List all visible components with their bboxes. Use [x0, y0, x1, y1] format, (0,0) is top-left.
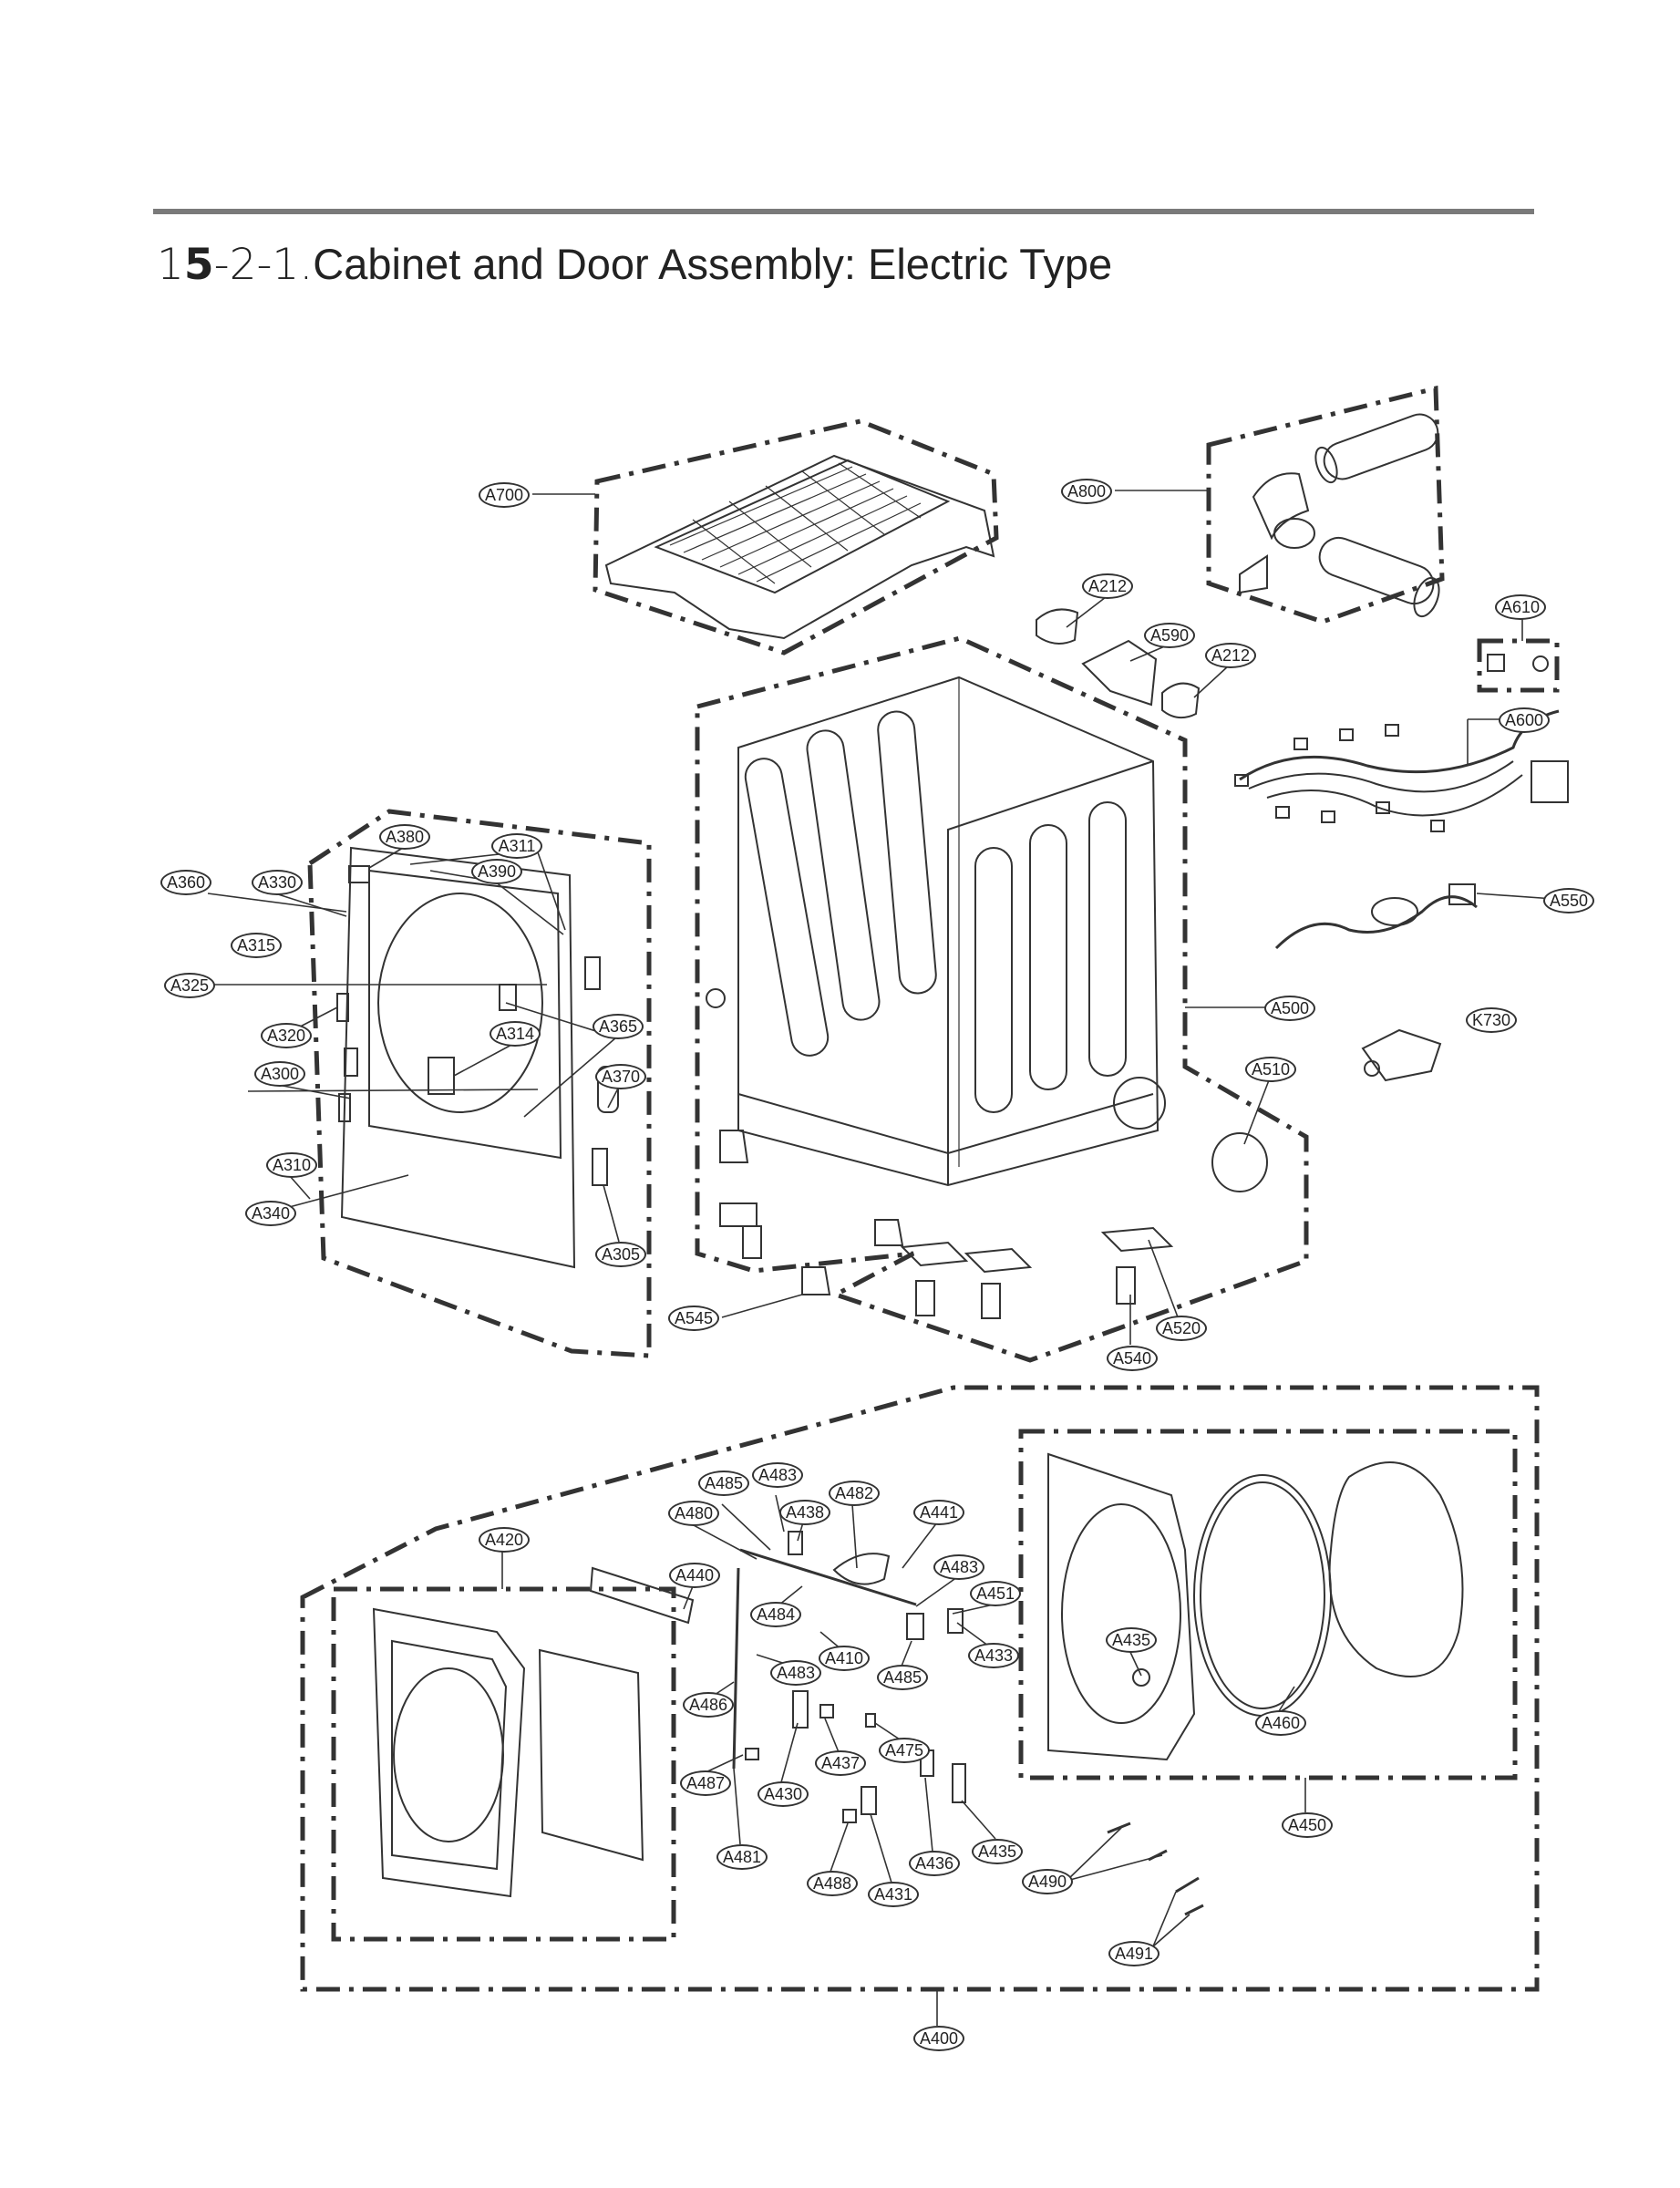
boundary-top-panel	[593, 418, 999, 655]
part-callout-a340: A340	[245, 1201, 296, 1226]
part-callout-a300: A300	[254, 1061, 305, 1087]
part-callout-a545: A545	[668, 1306, 719, 1331]
part-callout-a325: A325	[164, 973, 215, 998]
part-callout-a484: A484	[750, 1602, 801, 1627]
part-callout-a370: A370	[595, 1064, 646, 1089]
front-panel-part	[336, 846, 619, 1269]
part-callout-a437: A437	[815, 1750, 866, 1776]
page-title: 15-2-1.Cabinet and Door Assembly: Electr…	[157, 240, 1113, 290]
part-callout-a486: A486	[683, 1692, 734, 1718]
duct-parts	[1239, 413, 1440, 618]
part-callout-a483: A483	[933, 1554, 984, 1580]
part-callout-a431: A431	[868, 1882, 919, 1907]
part-callout-a500: A500	[1264, 996, 1315, 1021]
part-callout-a451: A451	[970, 1581, 1021, 1606]
part-callout-a410: A410	[819, 1646, 870, 1671]
part-callout-a590: A590	[1144, 623, 1195, 648]
part-callout-a430: A430	[758, 1781, 809, 1807]
part-callout-a485: A485	[698, 1471, 749, 1496]
boundary-door-back	[1018, 1429, 1518, 1780]
part-callout-a483: A483	[770, 1660, 821, 1686]
boundary-door	[300, 1385, 1540, 1992]
part-callout-a700: A700	[479, 482, 530, 508]
group-boundaries	[300, 385, 1560, 1992]
cabinet-part	[706, 676, 1166, 1187]
boundary-front-panel	[307, 809, 652, 1358]
door-handle-part	[589, 1566, 695, 1625]
part-callout-a491: A491	[1108, 1941, 1160, 1966]
latch-parts	[732, 1531, 1204, 1916]
part-callout-a475: A475	[879, 1738, 930, 1763]
part-callout-a365: A365	[593, 1014, 644, 1039]
part-callout-a460: A460	[1255, 1710, 1306, 1736]
part-callout-a438: A438	[779, 1500, 830, 1525]
boundary-door-frame	[331, 1586, 676, 1942]
part-callout-a485: A485	[877, 1665, 928, 1690]
part-callout-a433: A433	[968, 1643, 1019, 1668]
part-callout-a315: A315	[231, 933, 282, 958]
boundary-cabinet	[695, 635, 1309, 1363]
part-callout-a212: A212	[1082, 573, 1133, 599]
part-callout-a483: A483	[752, 1462, 803, 1488]
small-parts-top	[1036, 608, 1549, 719]
part-callout-a380: A380	[379, 824, 430, 850]
part-callout-a490: A490	[1022, 1869, 1073, 1894]
boundary-duct	[1206, 385, 1445, 624]
part-callout-a450: A450	[1282, 1812, 1333, 1838]
part-callout-a550: A550	[1543, 888, 1594, 913]
part-callout-a390: A390	[471, 859, 522, 884]
part-callout-a310: A310	[266, 1152, 317, 1178]
part-callout-a400: A400	[913, 2026, 964, 2051]
part-callout-a610: A610	[1495, 594, 1546, 620]
part-callout-a420: A420	[479, 1527, 530, 1553]
part-callout-a311: A311	[491, 833, 542, 859]
part-callout-a320: A320	[261, 1023, 312, 1048]
part-callout-a360: A360	[160, 870, 211, 895]
part-callout-a481: A481	[716, 1844, 768, 1870]
cabinet-feet	[719, 1130, 1268, 1319]
part-callout-a435: A435	[972, 1839, 1023, 1864]
part-callout-a314: A314	[490, 1021, 541, 1047]
part-callout-a487: A487	[680, 1770, 731, 1796]
part-callout-a540: A540	[1107, 1346, 1158, 1371]
part-callout-a480: A480	[668, 1501, 719, 1526]
part-callout-a520: A520	[1156, 1316, 1207, 1341]
part-callout-a305: A305	[595, 1242, 646, 1267]
title-rule	[153, 209, 1534, 214]
door-front-part	[372, 1607, 644, 1898]
part-callout-a510: A510	[1245, 1057, 1296, 1082]
part-callout-a441: A441	[913, 1500, 964, 1525]
part-callout-a600: A600	[1499, 707, 1550, 733]
top-panel-part	[604, 454, 995, 640]
part-callout-a330: A330	[252, 870, 303, 895]
k730-part	[1361, 1028, 1442, 1082]
part-callout-a212: A212	[1205, 643, 1256, 668]
part-callout-a435: A435	[1106, 1627, 1157, 1653]
power-cord	[1274, 883, 1478, 950]
part-callout-a482: A482	[829, 1481, 880, 1506]
part-callout-a436: A436	[909, 1851, 960, 1876]
part-callout-a800: A800	[1061, 479, 1112, 504]
boundary-connector	[1477, 638, 1560, 693]
part-callout-k730: K730	[1466, 1007, 1517, 1033]
door-back-part	[1047, 1452, 1464, 1761]
part-callout-a488: A488	[807, 1871, 858, 1896]
part-callout-a440: A440	[669, 1563, 720, 1588]
leader-lines	[184, 490, 1568, 2026]
